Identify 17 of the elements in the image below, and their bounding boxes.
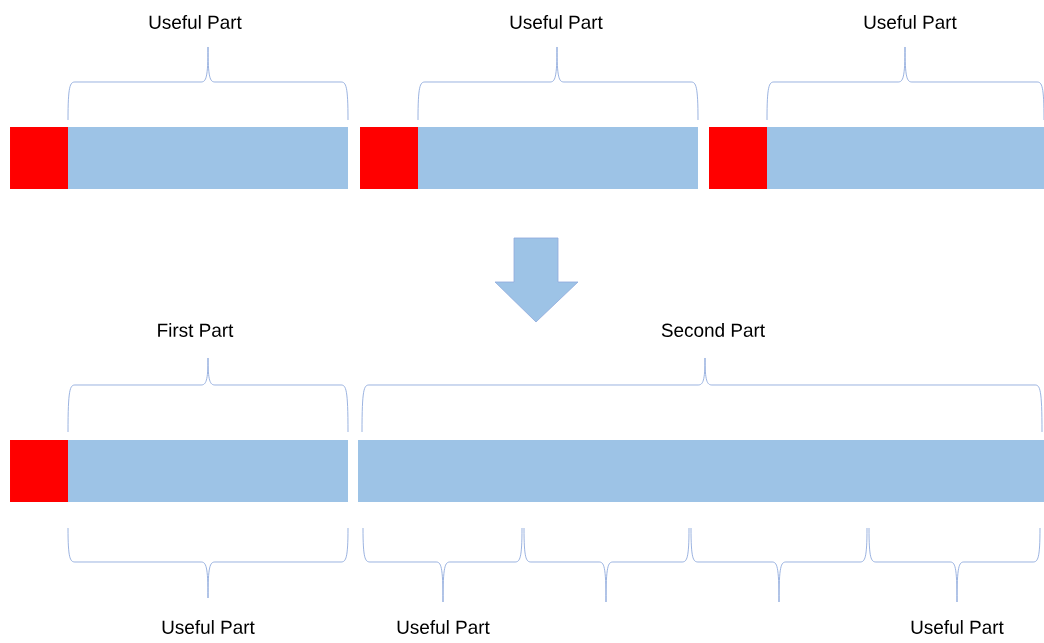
header-block — [360, 127, 418, 189]
header-block — [10, 127, 68, 189]
brace-label: Useful Part — [162, 620, 255, 634]
brace-label: Second Part — [661, 323, 765, 337]
payload-bar — [418, 127, 698, 189]
brace-label: Useful Part — [864, 15, 957, 29]
brace-label: First Part — [158, 323, 234, 337]
brace-label: Useful Part — [397, 620, 490, 634]
payload-bar — [358, 440, 1044, 502]
brace-label: Useful Part — [911, 620, 1004, 634]
payload-bar — [68, 127, 348, 189]
payload-bar — [767, 127, 1044, 189]
header-block — [709, 127, 767, 189]
brace-label: Useful Part — [149, 15, 242, 29]
payload-bar — [68, 440, 348, 502]
header-block — [10, 440, 68, 502]
brace-label: Useful Part — [510, 15, 603, 29]
